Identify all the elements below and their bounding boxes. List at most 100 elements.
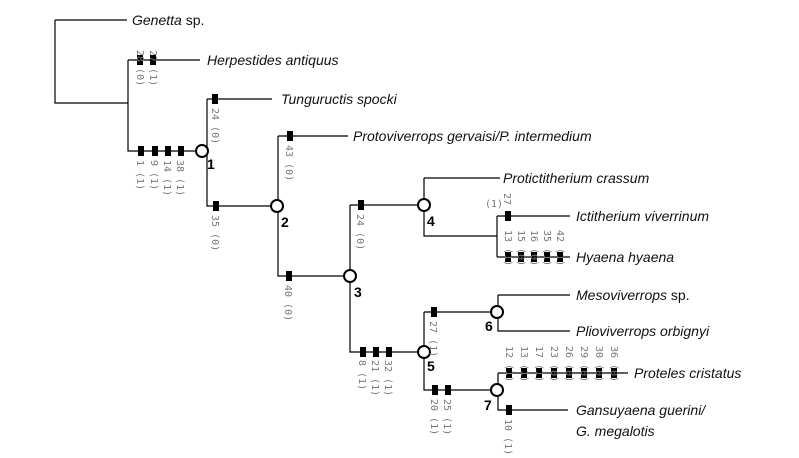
char-node3b-1: 40 (0)	[282, 285, 293, 321]
mark-hyaena-4	[544, 252, 550, 262]
tree-branches	[54, 19, 628, 411]
taxon-label-genetta: Genetta sp.	[132, 12, 204, 28]
mark-node7b-1	[432, 385, 438, 395]
char-hyaena-3: 16 (0)	[528, 230, 539, 266]
node-circle-4	[417, 198, 431, 212]
mark-proteles-3	[536, 368, 542, 378]
char-proteles-2: 13 (1)	[518, 346, 529, 382]
char-node1-2: 9 (1)	[148, 160, 159, 190]
char-node3a-1: 24 (0)	[354, 214, 365, 250]
node-label-3: 3	[354, 284, 362, 300]
taxon-label-ictitherium: Ictitherium viverrinum	[576, 208, 709, 224]
mark-node5a-1	[431, 307, 437, 317]
mark-node5b-3	[386, 347, 392, 357]
mark-herpestides-2	[150, 55, 156, 65]
char-herpestides-2: 28 (0)	[134, 50, 145, 86]
taxon-label-mesoviverrops: Mesoviverrops sp.	[576, 287, 690, 303]
char-proteles-1: 12 (1)	[503, 346, 514, 382]
branch-root	[54, 20, 128, 104]
char-node1-1: 1 (1)	[134, 160, 145, 190]
node-circle-5	[417, 345, 431, 359]
char-proteles-3: 17 (1)	[533, 346, 544, 382]
char-hyaena-5: 42 (1)	[554, 230, 565, 266]
node-circle-1	[195, 144, 209, 158]
node-label-6: 6	[485, 318, 493, 334]
char-tunguricits-1: 24 (0)	[209, 108, 220, 144]
branch-node3-vertical	[349, 205, 423, 353]
mark-hyaena-5	[557, 252, 563, 262]
node-circle-6	[490, 305, 504, 319]
taxon-label-protoviverrops: Protoviverrops gervaisi/P. intermedium	[353, 128, 592, 144]
branch-node1-vertical	[206, 99, 278, 207]
node-label-5: 5	[427, 358, 435, 374]
char-proteles-8: 36 (0)	[608, 346, 619, 382]
mark-proteles-2	[521, 368, 527, 378]
char-node2-1: 35 (0)	[209, 215, 220, 251]
char-node5a-1: 27 (1)	[427, 321, 438, 357]
branch-clade-a	[127, 60, 201, 152]
node-circle-3	[343, 269, 357, 283]
char-herpestides-1: 27 (1)	[147, 50, 158, 86]
char-node5b-3: 32 (1)	[382, 360, 393, 396]
mark-node3a-1	[358, 200, 364, 210]
mark-node1-3	[165, 146, 171, 156]
mark-hyaena-3	[531, 252, 537, 262]
char-node7b-1: 20 (1)	[428, 399, 439, 435]
char-node1-4: 38 (1)	[174, 160, 185, 196]
character-labels: 27 (1) 28 (0) 24 (0) 1 (1) 9 (1) 14 (1) …	[134, 50, 619, 455]
mark-hyaena-1	[505, 252, 511, 262]
taxon-label-gansuyaena: Gansuyaena guerini/	[576, 402, 707, 418]
mark-tunguricits-1	[212, 94, 218, 104]
taxon-label-tunguricits: Tunguructis spocki	[281, 91, 398, 107]
char-hyaena-2: 15 (0)	[515, 230, 526, 266]
char-node7b-2: 25 (1)	[441, 399, 452, 435]
mark-herpestides-1	[137, 55, 143, 65]
char-proteles-6: 29 (0)	[578, 346, 589, 382]
branch-node6-vertical	[497, 295, 570, 332]
node-circles	[195, 144, 504, 397]
branch-node5-vertical	[423, 312, 497, 391]
char-proteles-5: 26 (0)	[563, 346, 574, 382]
node-labels: 1 2 3 4 5 6 7	[207, 156, 493, 413]
char-hyaena-1: 13 (1)	[502, 230, 513, 266]
node-label-2: 2	[281, 214, 289, 230]
char-node5b-2: 21 (1)	[369, 360, 380, 396]
mark-node5b-1	[360, 347, 366, 357]
mark-proteles-1	[506, 368, 512, 378]
node-label-7: 7	[484, 397, 492, 413]
mark-hyaena-2	[518, 252, 524, 262]
char-protoviverrops-1: 43 (0)	[283, 145, 294, 181]
mark-proteles-6	[581, 368, 587, 378]
mark-node1-4	[178, 146, 184, 156]
mark-proteles-4	[551, 368, 557, 378]
taxon-label-proteles: Proteles cristatus	[634, 365, 741, 381]
branch-node2-vertical	[277, 136, 349, 277]
node-label-1: 1	[207, 156, 215, 172]
node-circle-7	[490, 383, 504, 397]
mark-gansuyaena-1	[506, 405, 512, 415]
taxon-labels: Genetta sp. Herpestides antiquus Tunguru…	[132, 12, 741, 439]
taxon-label-plioviverrops: Plioviverrops orbignyi	[576, 323, 710, 339]
mark-proteles-5	[566, 368, 572, 378]
character-marks	[137, 55, 617, 415]
char-hyaena-4: 35 (1)	[541, 230, 552, 266]
taxon-label-protictitherium: Protictitherium crassum	[503, 170, 650, 186]
char-proteles-7: 30 (0)	[593, 346, 604, 382]
char-node5b-1: 8 (1)	[356, 360, 367, 390]
char-node4-2: (1)	[485, 199, 503, 210]
mark-proteles-7	[596, 368, 602, 378]
char-node1-3: 14 (1)	[161, 160, 172, 196]
mark-node1-1	[138, 146, 144, 156]
mark-node5b-2	[373, 347, 379, 357]
taxon-label-gansuyaena-line2: G. megalotis	[576, 423, 655, 439]
taxon-label-hyaena: Hyaena hyaena	[576, 249, 674, 265]
mark-node1-2	[152, 146, 158, 156]
char-proteles-4: 23 (0)	[548, 346, 559, 382]
mark-node2-1	[213, 201, 219, 211]
mark-node7b-2	[445, 385, 451, 395]
node-circle-2	[270, 199, 284, 213]
mark-node4-1	[505, 211, 511, 221]
mark-node3b-1	[286, 271, 292, 281]
taxon-label-herpestides: Herpestides antiquus	[207, 52, 339, 68]
char-gansuyaena-1: 10 (1)	[502, 419, 513, 455]
